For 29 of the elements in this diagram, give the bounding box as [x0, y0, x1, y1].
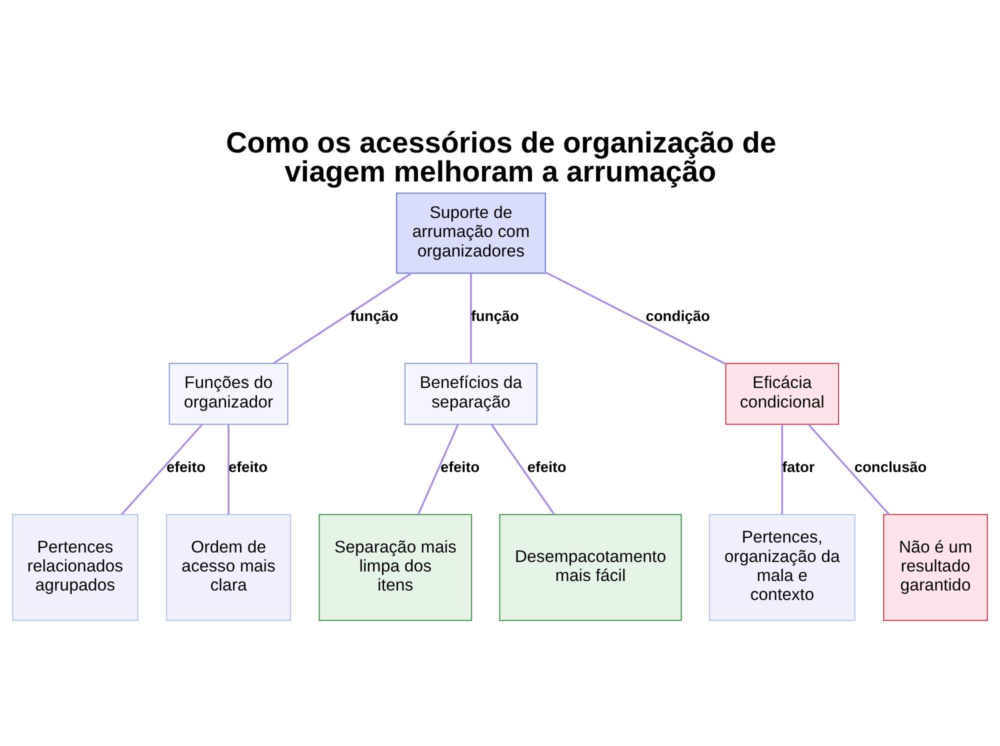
connector	[808, 424, 890, 516]
node-box: Ordem de acesso mais clara	[166, 514, 292, 622]
connector	[272, 272, 412, 364]
edge-label: função	[350, 309, 398, 326]
node-box: Pertences relacionados agrupados	[12, 514, 138, 622]
node-box: Pertences, organização da mala e contexto	[708, 514, 856, 622]
connector	[490, 424, 556, 515]
node-box: Desempacotamento mais fácil	[499, 514, 682, 622]
node-box: Não é um resultado garantido	[883, 514, 988, 622]
node-box: Benefícios da separação	[404, 362, 538, 425]
node-box: Separação mais limpa dos itens	[318, 514, 472, 622]
edge-label: conclusão	[854, 460, 927, 476]
edge-label: efeito	[228, 460, 268, 476]
edge-label: efeito	[527, 460, 566, 476]
connector	[545, 271, 726, 365]
connector	[417, 424, 459, 515]
connector	[228, 424, 230, 514]
edge-label: condição	[646, 309, 710, 326]
node-box: Suporte de arrumação com organizadores	[396, 192, 546, 274]
connector	[120, 424, 203, 516]
edge-label: efeito	[166, 460, 206, 476]
node-box: Funções do organizador	[168, 362, 288, 425]
connector	[470, 273, 472, 363]
edge-label: função	[470, 309, 519, 326]
node-box: Eficácia condicional	[725, 362, 840, 425]
connector	[781, 424, 784, 514]
diagram-title: Como os acessórios de organização de viagem melhoram a arrumação	[226, 126, 776, 189]
edge-label: fator	[782, 460, 815, 476]
edge-label: efeito	[440, 460, 480, 476]
